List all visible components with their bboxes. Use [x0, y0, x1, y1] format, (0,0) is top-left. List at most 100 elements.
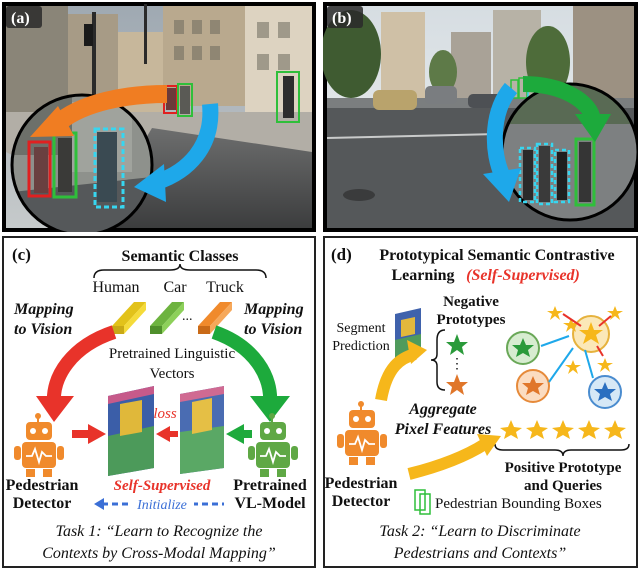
blue-arrow-head — [483, 168, 521, 202]
panel-a: (a) — [2, 2, 316, 237]
robot-pedestrian-detector — [14, 413, 64, 477]
negative-prototypes-line2: Prototypes — [437, 312, 506, 328]
building — [381, 12, 425, 102]
positive-prototype-line1: Positive Prototype — [505, 460, 622, 476]
task2-line2: Pedestrians and Contexts” — [393, 545, 567, 562]
aggregate-line2: Pixel Features — [394, 421, 491, 438]
yellow-arrow-right — [407, 438, 489, 480]
bounding-boxes-label: Pedestrian Bounding Boxes — [435, 496, 602, 512]
self-supervised-label: Self-Supervised — [114, 478, 211, 494]
panel-a-label: (a) — [11, 10, 30, 27]
green-mapping-arrow-head — [250, 396, 290, 422]
linguistic-vectors-line2: Vectors — [150, 366, 195, 382]
panel-b: (b) — [321, 2, 640, 232]
vector-bar-green — [150, 302, 184, 334]
red-mapping-arrow — [46, 325, 117, 405]
brace-negative — [430, 329, 446, 391]
class-human: Human — [92, 279, 139, 296]
panel-a-scene: (a) — [2, 2, 316, 237]
positive-prototype-line2: and Queries — [524, 478, 602, 494]
car — [373, 90, 417, 110]
robot-vl-model — [248, 413, 298, 477]
vector-bar-orange — [198, 302, 232, 334]
blue-arrow — [486, 82, 518, 181]
mapping-right-line2: to Vision — [244, 321, 302, 338]
red-mapping-arrow-head — [36, 396, 74, 422]
panel-d-label: (d) — [331, 245, 352, 264]
panel-c-label: (c) — [12, 245, 31, 264]
green-mapping-arrow — [211, 325, 278, 405]
yellow-arrow-right-head — [477, 434, 501, 456]
ped-box-cyan — [93, 127, 125, 209]
panel-d-diagram: (d) Prototypical Semantic Contrastive Le… — [323, 236, 638, 568]
traffic-pole — [92, 12, 96, 112]
panel-b-scene: (b) — [321, 2, 640, 232]
loss-label: loss — [153, 406, 177, 422]
panel-c: (c) Semantic Classes Human Car Truck Map… — [2, 236, 316, 568]
aggregate-line1: Aggregate — [408, 401, 477, 418]
prototype-cluster — [506, 306, 623, 409]
panel-d-title-self-supervised: (Self-Supervised) — [466, 267, 580, 284]
mapping-right-line1: Mapping — [243, 301, 304, 318]
star-green-icon — [446, 334, 468, 355]
red-arrow-middle — [156, 426, 178, 442]
pedestrian-detector-line1: Pedestrian — [325, 475, 398, 492]
brace-positive — [494, 443, 630, 457]
vector-bar-yellow — [112, 302, 146, 334]
vector-ellipsis: ... — [182, 309, 193, 324]
initialize-label: Initialize — [136, 498, 187, 513]
tree — [429, 50, 457, 94]
ped-box-green — [574, 137, 596, 207]
positive-stars — [500, 420, 626, 439]
pedestrian-detector-line2: Detector — [332, 493, 391, 510]
initialize-arrow-head — [94, 498, 104, 510]
ped-box-cyan — [535, 142, 554, 206]
ped-box-cyan — [553, 148, 571, 204]
segment-prediction-line1: Segment — [337, 321, 386, 336]
classes-brace — [93, 263, 267, 279]
manhole — [343, 189, 375, 201]
blue-arrow-head — [134, 164, 166, 202]
class-truck: Truck — [206, 279, 244, 296]
task1-line1: Task 1: “Learn to Recognize the — [56, 523, 263, 540]
pedestrian-detector-line1: Pedestrian — [6, 477, 79, 494]
car — [425, 86, 457, 104]
ped-box-red — [27, 140, 52, 198]
semantic-classes-title: Semantic Classes — [122, 248, 239, 265]
segmentation-image-left — [108, 386, 154, 476]
panel-c-diagram: (c) Semantic Classes Human Car Truck Map… — [2, 236, 316, 568]
linguistic-vectors-line1: Pretrained Linguistic — [109, 346, 236, 362]
panel-d-title-line2: Learning — [391, 267, 454, 284]
pretrained-vl-line2: VL-Model — [234, 495, 306, 512]
panel-b-label: (b) — [332, 10, 352, 27]
mapping-left-line1: Mapping — [13, 301, 74, 318]
task1-line2: Contexts by Cross-Modal Mapping” — [42, 545, 276, 562]
orange-arrow — [51, 85, 168, 132]
traffic-pole — [144, 4, 147, 64]
blue-arrow — [154, 103, 219, 190]
building — [451, 32, 491, 102]
task2-line1: Task 2: “Learn to Discriminate — [379, 523, 580, 540]
star-orange-icon — [446, 374, 468, 395]
pretrained-vl-line1: Pretrained — [233, 477, 307, 494]
bounding-box-icon — [414, 489, 431, 515]
neg-ellipsis: ⋮ — [450, 357, 464, 372]
ped-box-green — [177, 83, 193, 117]
ped-box-green — [276, 71, 300, 123]
red-arrow-left — [72, 424, 106, 444]
green-arrow-head — [575, 114, 611, 142]
segmentation-image-right — [180, 386, 224, 474]
pedestrian-detector-line2: Detector — [13, 495, 72, 512]
ped-box-cyan — [518, 146, 537, 204]
panel-d: (d) Prototypical Semantic Contrastive Le… — [323, 236, 638, 568]
panel-d-title-line1: Prototypical Semantic Contrastive — [379, 247, 614, 264]
green-arrow-right — [226, 424, 252, 444]
orange-arrow-head — [30, 106, 74, 137]
negative-prototypes-line1: Negative — [443, 294, 499, 310]
yellow-arrow-up-head — [407, 340, 427, 364]
segment-prediction-line2: Prediction — [332, 339, 390, 354]
mapping-left-line2: to Vision — [14, 321, 72, 338]
tree — [321, 10, 381, 98]
robot-pedestrian-detector — [337, 401, 387, 465]
class-car: Car — [163, 279, 187, 296]
